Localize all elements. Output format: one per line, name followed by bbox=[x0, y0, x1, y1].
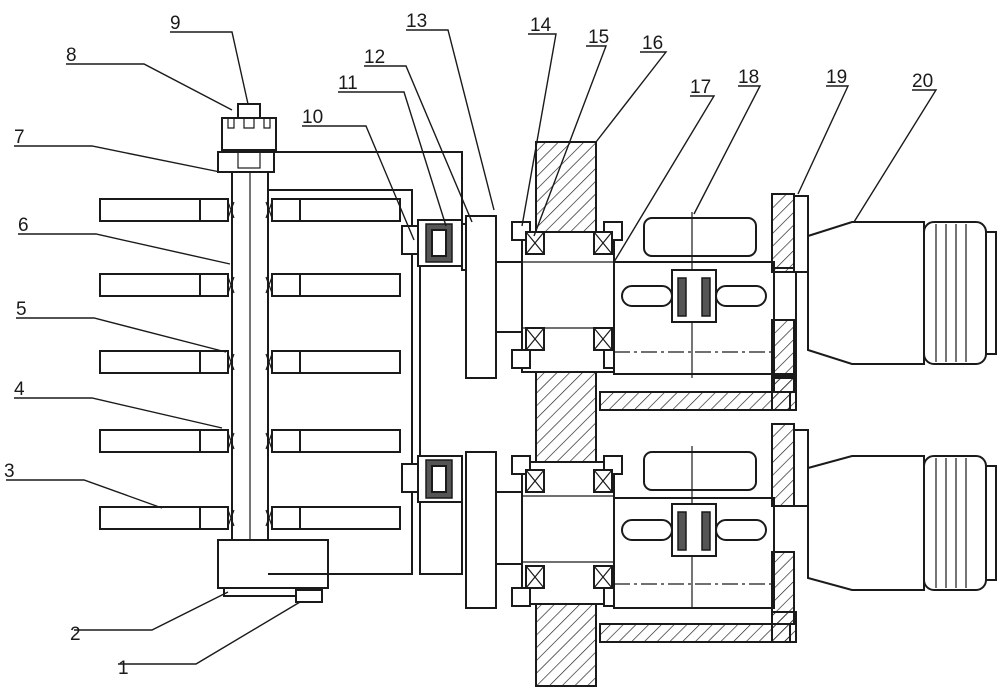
motor-upper bbox=[807, 221, 997, 365]
label-10: 10 bbox=[302, 107, 323, 128]
tine-assembly bbox=[99, 103, 401, 603]
label-4: 4 bbox=[14, 379, 25, 400]
castle-cap bbox=[221, 117, 277, 151]
tine-row-5 bbox=[99, 506, 401, 530]
label-2: 2 bbox=[70, 624, 81, 645]
coupling-flange-lower bbox=[465, 451, 497, 609]
bottom-block bbox=[217, 539, 329, 589]
label-14: 14 bbox=[530, 15, 552, 36]
label-18: 18 bbox=[738, 67, 759, 88]
top-nut bbox=[237, 103, 261, 119]
bottom-bolt bbox=[295, 589, 323, 603]
label-13: 13 bbox=[406, 11, 427, 32]
label-5: 5 bbox=[16, 299, 27, 320]
label-17: 17 bbox=[690, 77, 711, 98]
tine-row-1 bbox=[99, 198, 401, 222]
hub-nut-lower bbox=[401, 463, 419, 493]
label-8: 8 bbox=[66, 45, 77, 66]
part-number-labels: 1 2 3 4 5 6 7 8 9 10 11 12 13 14 15 16 1… bbox=[4, 11, 933, 679]
bearing-housing-lower bbox=[511, 455, 623, 607]
label-16: 16 bbox=[642, 33, 663, 54]
label-11: 11 bbox=[338, 73, 358, 94]
label-20: 20 bbox=[912, 71, 933, 92]
label-9: 9 bbox=[170, 13, 181, 34]
coupling-box-upper bbox=[599, 212, 797, 411]
bearing-housing-upper bbox=[511, 221, 623, 373]
motor-flanges bbox=[771, 193, 809, 625]
tine-row-4 bbox=[99, 429, 401, 453]
frame-housing bbox=[268, 151, 523, 609]
label-1: 1 bbox=[118, 658, 129, 679]
mounting-wall bbox=[535, 141, 597, 687]
tine-row-3 bbox=[99, 350, 401, 374]
coupling-flange-upper bbox=[465, 215, 497, 379]
label-3: 3 bbox=[4, 461, 15, 482]
label-6: 6 bbox=[18, 215, 29, 236]
label-12: 12 bbox=[364, 47, 385, 68]
label-15: 15 bbox=[588, 27, 609, 48]
top-cap bbox=[217, 151, 275, 173]
tine-row-2 bbox=[99, 273, 401, 297]
label-7: 7 bbox=[14, 127, 25, 148]
leader-lines bbox=[6, 29, 938, 665]
coupling-box-lower bbox=[599, 446, 797, 643]
motor-lower bbox=[807, 455, 997, 591]
label-19: 19 bbox=[826, 67, 847, 88]
